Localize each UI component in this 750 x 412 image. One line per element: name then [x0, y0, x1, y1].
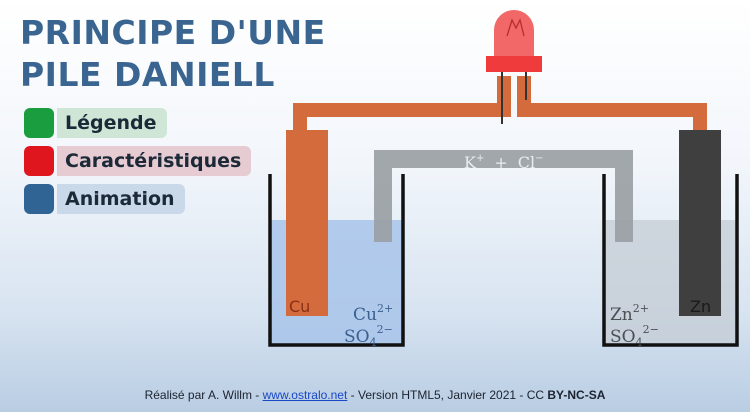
right-ion-1-base: Zn	[610, 305, 633, 325]
menu-label-legende: Légende	[57, 108, 167, 138]
right-beaker	[602, 174, 739, 347]
copper-electrode-label: Cu	[289, 297, 310, 316]
footer-link[interactable]: www.ostralo.net	[262, 388, 348, 402]
right-ion-1: Zn2+	[610, 302, 649, 325]
page-title: PRINCIPE D'UNE PILE DANIELL	[20, 12, 326, 96]
title-line-1: PRINCIPE D'UNE	[20, 13, 326, 52]
left-ion-1: Cu2+	[353, 302, 393, 325]
bridge-cl: Cl	[518, 153, 535, 172]
salt-bridge	[374, 150, 633, 242]
left-ion-1-base: Cu	[353, 305, 377, 325]
menu: Légende Caractéristiques Animation	[24, 108, 252, 222]
right-ion-2-base: SO	[610, 327, 636, 347]
right-ion-1-sup: 2+	[633, 302, 649, 315]
left-ion-2-sup: 2−	[377, 323, 393, 336]
left-ion-2-sub: 4	[370, 336, 377, 349]
zinc-electrode-label: Zn	[690, 297, 711, 316]
title-line-2: PILE DANIELL	[20, 55, 275, 94]
bridge-plus: +	[494, 153, 507, 172]
caracteristiques-swatch-icon	[24, 146, 54, 176]
led-icon	[486, 10, 542, 124]
wire-left	[293, 76, 511, 132]
right-ion-2: SO42−	[610, 323, 659, 349]
menu-item-legende[interactable]: Légende	[24, 108, 251, 138]
bridge-k: K	[464, 153, 477, 172]
zinc-electrode	[679, 130, 721, 316]
left-ion-1-sup: 2+	[377, 302, 393, 315]
footer-credits: Réalisé par A. Willm - www.ostralo.net -…	[0, 388, 750, 402]
footer-prefix: Réalisé par A. Willm -	[144, 388, 263, 402]
wire-right	[517, 76, 707, 132]
menu-item-animation[interactable]: Animation	[24, 184, 251, 214]
left-ion-2-base: SO	[344, 327, 370, 347]
bridge-k-sup: +	[476, 153, 484, 164]
animation-swatch-icon	[24, 184, 54, 214]
bridge-ions-label: K++Cl−	[464, 153, 544, 172]
footer-middle: - Version HTML5, Janvier 2021 - CC	[347, 388, 548, 402]
right-ion-2-sub: 4	[636, 336, 643, 349]
left-ion-2: SO42−	[344, 323, 393, 349]
menu-label-animation: Animation	[57, 184, 185, 214]
copper-electrode	[286, 130, 328, 316]
footer-license: BY-NC-SA	[547, 388, 606, 402]
menu-label-caracteristiques: Caractéristiques	[57, 146, 252, 176]
menu-item-caracteristiques[interactable]: Caractéristiques	[24, 146, 252, 176]
left-beaker	[268, 174, 405, 347]
legende-swatch-icon	[24, 108, 54, 138]
bridge-cl-sup: −	[535, 153, 543, 164]
right-ion-2-sup: 2−	[643, 323, 659, 336]
